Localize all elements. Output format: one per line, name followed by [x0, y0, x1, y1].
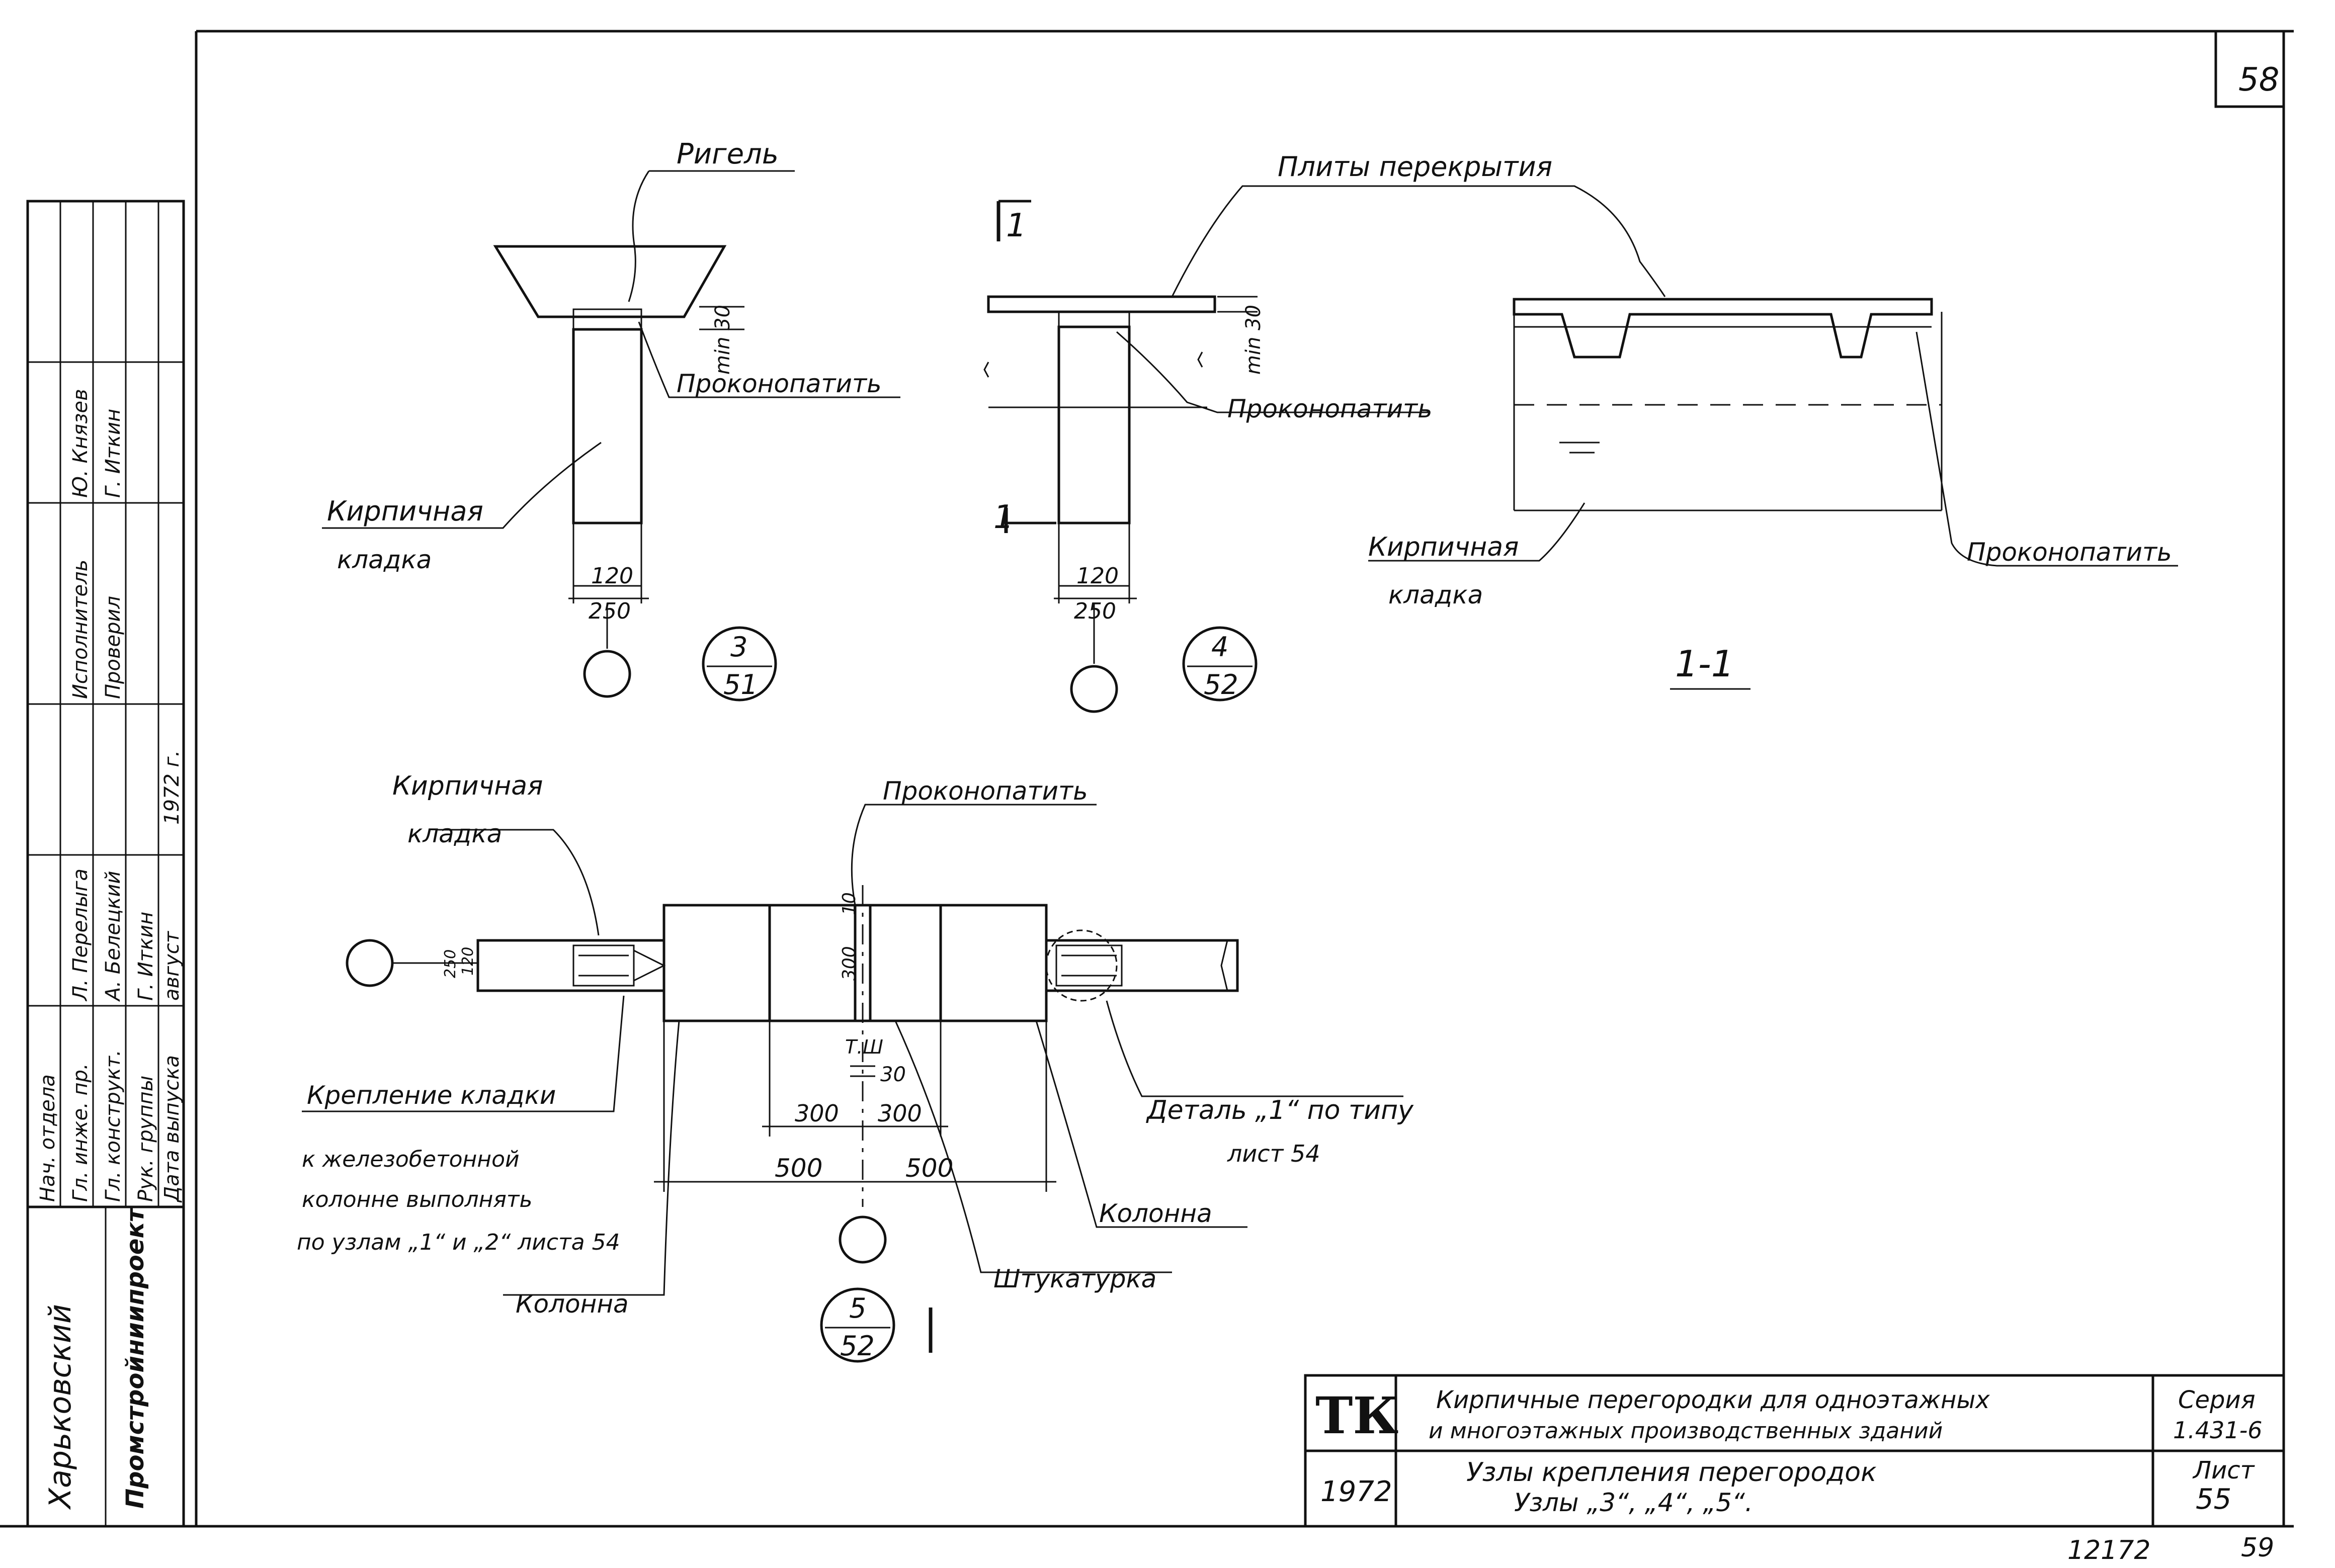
dim-120-3: 120: [591, 563, 633, 589]
label-column-left: Колонна: [516, 1289, 629, 1319]
note-line-3: колонне выполнять: [302, 1187, 532, 1212]
dim-10: 10: [839, 892, 860, 915]
detail-5: [302, 804, 1403, 1353]
dim-120-5: 120: [459, 947, 477, 976]
detail-4: [983, 185, 1666, 713]
title-line-1: Кирпичные перегородки для одноэтажных: [1436, 1386, 1990, 1414]
dim-300v: 300: [839, 946, 860, 981]
label-masonry-11b: кладка: [1388, 580, 1483, 609]
dim-30: 30: [880, 1063, 906, 1086]
ref-bubble-3: [702, 626, 777, 702]
stamp-name-1: Л. Перелыга: [69, 868, 92, 1002]
stamp-date: 1972 г.: [160, 750, 184, 825]
stamp-name-3: Г. Иткин: [134, 912, 157, 1001]
section-mark-top: 1: [1006, 207, 1027, 244]
ref-5-top: 5: [849, 1292, 866, 1324]
label-caulk-11: Проконопатить: [1967, 538, 2172, 567]
label-plaster: Штукатурка: [993, 1264, 1156, 1293]
sheet-label: Лист: [2192, 1456, 2256, 1485]
stamp-role-2: Гл. конструкт.: [102, 1050, 125, 1202]
stamp2-role-0: Исполнитель: [69, 560, 92, 699]
label-masonry-3a: Кирпичная: [327, 495, 483, 527]
ref-bubble-4: [1182, 626, 1258, 702]
left-stamp: [26, 200, 185, 1528]
dim-500a: 500: [775, 1154, 822, 1183]
subtitle-line-1: Узлы крепления перегородок: [1466, 1457, 1877, 1488]
ref-3-bottom: 51: [723, 669, 758, 701]
stamp-name-2: А. Белецкий: [102, 871, 125, 1002]
stamp-role-1: Гл. инже. пр.: [69, 1063, 92, 1202]
label-rigel: Ригель: [677, 138, 779, 170]
sheet-number-bottom: 59: [2241, 1533, 2274, 1563]
section-1-1: [1368, 298, 2178, 690]
title-block: [1304, 1374, 2285, 1528]
label-masonry-5a: Кирпичная: [392, 771, 543, 801]
axis-circle: [583, 650, 631, 698]
label-detail-1: Деталь „1“ по типу: [1146, 1095, 1414, 1125]
stamp2-name-1: Г. Иткин: [102, 409, 125, 498]
dim-500b: 500: [905, 1154, 953, 1183]
label-caulk-4: Проконопатить: [1227, 394, 1433, 423]
dim-tsh: Т.Ш: [845, 1036, 883, 1058]
title-line-2: и многоэтажных производственных зданий: [1429, 1418, 1943, 1444]
label-caulk-5: Проконопатить: [883, 776, 1088, 806]
title-year: 1972: [1320, 1475, 1392, 1508]
org-line-2: Промстройниипроект: [121, 1206, 149, 1509]
section-mark-bottom: 1: [993, 499, 1014, 536]
title-logo: ТК: [1315, 1386, 1398, 1445]
dim-250-5: 250: [442, 949, 459, 978]
series-value: 1.431-6: [2173, 1417, 2263, 1444]
dim-120-4: 120: [1076, 563, 1119, 589]
label-sheet-54: лист 54: [1227, 1140, 1320, 1167]
label-column-right: Колонна: [1099, 1199, 1212, 1228]
stamp-role-0: Нач. отдела: [36, 1074, 59, 1202]
dim-min-3: min 30: [711, 305, 734, 375]
dim-min-4: min 30: [1242, 305, 1265, 375]
section-title: 1-1: [1675, 643, 1734, 685]
ref-5-bottom: 52: [840, 1330, 875, 1362]
stamp2-role-1: Проверил: [102, 596, 125, 699]
dim-300b: 300: [878, 1100, 922, 1127]
label-masonry-5b: кладка: [407, 819, 502, 848]
label-masonry-11a: Кирпичная: [1368, 532, 1519, 562]
stamp2-name-0: Ю. Князев: [69, 389, 92, 498]
subtitle-line-2: Узлы „3“, „4“, „5“.: [1514, 1488, 1753, 1517]
note-line-1: Крепление кладки: [307, 1081, 556, 1110]
series-label: Серия: [2178, 1386, 2256, 1414]
dim-250-3: 250: [589, 598, 631, 624]
stamp-name-4: август: [160, 930, 184, 1001]
ref-bubble-5: [820, 1287, 895, 1363]
org-line-1: Харьковский: [43, 1304, 78, 1510]
ref-3-top: 3: [730, 631, 747, 663]
dim-300a: 300: [795, 1100, 839, 1127]
sheet-value: 55: [2196, 1483, 2231, 1516]
dim-250-4: 250: [1074, 598, 1116, 624]
stamp-role-3: Рук. группы: [134, 1076, 157, 1202]
detail-3: [322, 170, 900, 698]
stamp-role-4: Дата выпуска: [160, 1055, 184, 1203]
sheet-frame: [0, 30, 2294, 1528]
sheet-number-top: 58: [2238, 61, 2279, 99]
archive-number: 12172: [2067, 1535, 2150, 1565]
note-line-2: к железобетонной: [302, 1147, 520, 1172]
label-caulk-3: Проконопатить: [677, 369, 882, 398]
note-line-4: по узлам „1“ и „2“ листа 54: [297, 1230, 620, 1255]
ref-4-top: 4: [1211, 631, 1228, 663]
ref-4-bottom: 52: [1204, 669, 1238, 701]
label-slabs: Плиты перекрытия: [1278, 151, 1552, 183]
label-masonry-3b: кладка: [337, 545, 432, 574]
